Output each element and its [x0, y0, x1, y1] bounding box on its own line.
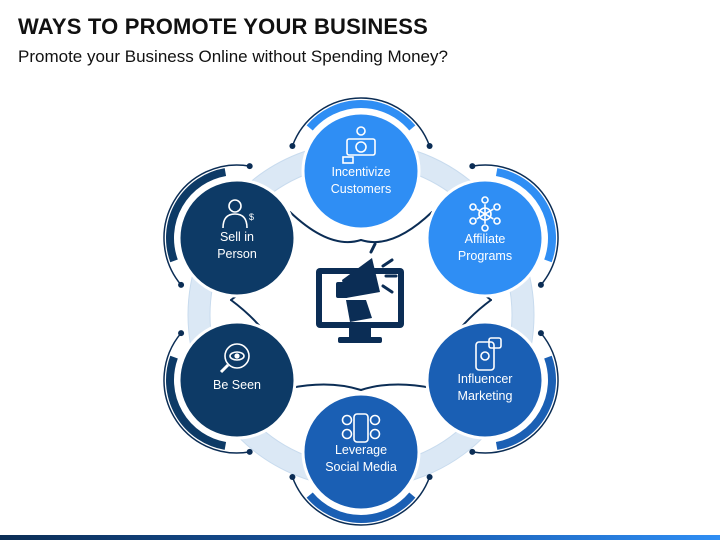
sell-label: Sell in Person — [177, 229, 297, 263]
be-seen-node — [177, 320, 297, 440]
sell-node — [177, 178, 297, 298]
money-gift-icon — [342, 126, 376, 164]
affiliate-outer-line — [472, 164, 559, 286]
influencer-accent-arc — [495, 355, 556, 450]
salesman-icon: $ — [222, 199, 254, 229]
influencer-dot-start — [537, 330, 544, 337]
be-seen-dot-start — [246, 448, 253, 455]
social-dot-start — [426, 473, 433, 480]
affiliate-label-line: Affiliate — [464, 232, 506, 246]
bottom-accent-bar — [0, 535, 720, 540]
sell-label-line: Sell in — [219, 230, 255, 244]
be-seen-accent-arc — [166, 355, 227, 450]
incentivize-label-line: Incentivize — [331, 165, 391, 179]
social-phone-icon — [341, 413, 381, 443]
affiliate-node — [425, 178, 545, 298]
be-seen-label-line: Be Seen — [213, 378, 261, 392]
influencer-label-line: Marketing — [457, 389, 513, 403]
sell-outer-line — [163, 164, 250, 286]
affiliate-label-line: Programs — [457, 249, 513, 263]
affiliate-dot-end — [537, 281, 544, 288]
megaphone-monitor-icon — [316, 242, 404, 343]
social-outer-line — [291, 476, 431, 526]
incentivize-label-line: Customers — [330, 182, 392, 196]
sell-dot-end — [246, 163, 253, 170]
influencer-label-line: Influencer — [457, 372, 513, 386]
page-title: WAYS TO PROMOTE YOUR BUSINESS — [18, 14, 429, 39]
eye-magnifier-icon — [219, 343, 250, 374]
incentivize-dot-start — [289, 143, 296, 150]
incentivize-outer-line — [291, 97, 431, 147]
social-accent-arc — [306, 492, 416, 523]
incentivize-node — [301, 111, 421, 231]
social-dot-end — [289, 473, 296, 480]
phone-influencer-icon — [475, 337, 502, 371]
sell-dot-start — [178, 281, 185, 288]
social-label-line: Social Media — [325, 460, 397, 474]
social-label-line: Leverage — [334, 443, 388, 457]
sell-label-line: Person — [217, 247, 257, 261]
be-seen-label: Be Seen — [177, 377, 297, 394]
sell-accent-arc — [166, 168, 227, 263]
social-node — [301, 392, 421, 512]
influencer-dot-end — [469, 448, 476, 455]
incentivize-accent-arc — [306, 100, 416, 131]
be-seen-dot-end — [178, 330, 185, 337]
be-seen-outer-line — [163, 332, 250, 454]
svg-text:$: $ — [249, 212, 254, 222]
incentivize-dot-end — [426, 143, 433, 150]
affiliate-accent-arc — [495, 168, 556, 263]
influencer-node — [425, 320, 545, 440]
influencer-outer-line — [472, 332, 559, 454]
network-icon — [469, 196, 501, 232]
affiliate-dot-start — [469, 163, 476, 170]
page-subtitle: Promote your Business Online without Spe… — [18, 47, 448, 66]
